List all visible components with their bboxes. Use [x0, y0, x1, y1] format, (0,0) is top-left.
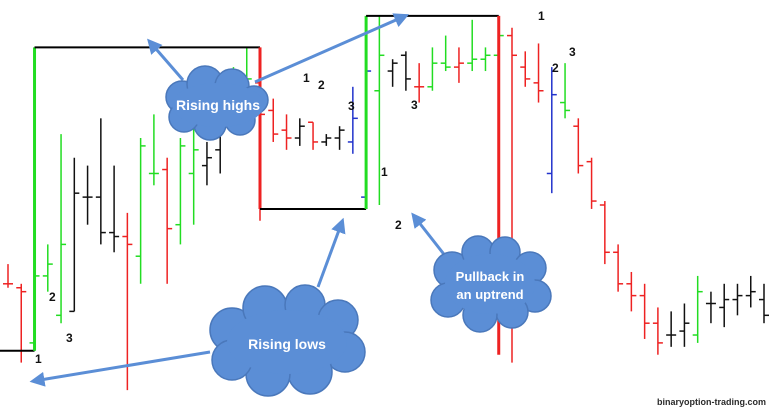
- ohlc-bar: [414, 63, 425, 103]
- ohlc-bar: [666, 311, 677, 347]
- ohlc-bars: [3, 15, 769, 391]
- ohlc-bar: [467, 19, 478, 72]
- ohlc-bar: [3, 264, 13, 288]
- ohlc-bar: [440, 35, 451, 72]
- ohlc-bar: [480, 47, 491, 72]
- ohlc-bar: [400, 51, 411, 91]
- ohlc-bar: [639, 283, 650, 339]
- ohlc-bar: [692, 275, 703, 343]
- ohlc-bar: [308, 121, 319, 150]
- wave-num-4: 1: [303, 71, 310, 85]
- arrow-lows-left: [29, 350, 211, 387]
- ohlc-bar: [520, 51, 531, 87]
- ohlc-bar: [162, 157, 173, 284]
- ohlc-bar: [427, 47, 438, 91]
- ohlc-bar: [69, 157, 80, 313]
- ohlc-bar: [56, 134, 67, 324]
- arrow-lows-right: [316, 217, 346, 288]
- cloud-rising-lows: Rising lows: [209, 284, 366, 397]
- wave-numbers: 1 2 3 1 2 3 1 2 3 1 2 3: [35, 9, 576, 366]
- rising-lows-label: Rising lows: [248, 336, 326, 352]
- ohlc-bar: [294, 118, 305, 146]
- arrow-highs-left: [147, 38, 185, 81]
- ohlc-bar: [387, 59, 398, 87]
- ohlc-bar: [16, 283, 27, 363]
- ohlc-bar: [745, 275, 756, 308]
- ohlc-bar: [560, 63, 571, 119]
- arrow-highs-right: [254, 13, 410, 84]
- ohlc-bar: [347, 86, 358, 154]
- wave-num-5: 2: [318, 78, 325, 92]
- wave-num-10: 1: [538, 9, 545, 23]
- ohlc-bar: [533, 43, 544, 103]
- ohlc-bar: [135, 138, 146, 284]
- ohlc-bar: [334, 126, 345, 150]
- ohlc-bar: [374, 15, 385, 205]
- ohlc-bar: [122, 212, 133, 391]
- ohlc-bar: [613, 244, 624, 292]
- ohlc-bar: [573, 118, 584, 174]
- cloud-rising-highs: Rising highs: [165, 65, 269, 141]
- ohlc-bar: [95, 118, 106, 245]
- ohlc-bar: [679, 303, 690, 347]
- ohlc-bar: [42, 244, 53, 292]
- wave-num-12: 3: [569, 45, 576, 59]
- pullback-label-line1: Pullback in: [456, 269, 525, 284]
- ohlc-bar: [586, 157, 597, 209]
- wave-num-1: 1: [35, 352, 42, 366]
- ohlc-bar: [268, 98, 279, 142]
- ohlc-bar: [599, 201, 610, 265]
- rising-highs-label: Rising highs: [176, 97, 260, 113]
- ohlc-bar: [201, 141, 212, 186]
- ohlc-bar: [732, 283, 743, 316]
- wave-num-9: 3: [411, 98, 418, 112]
- pullback-label-line2: an uptrend: [456, 287, 523, 302]
- cloud-pullback: Pullback in an uptrend: [430, 235, 552, 333]
- ohlc-bar: [148, 114, 159, 186]
- ohlc-bar: [175, 138, 186, 245]
- wave-num-11: 2: [552, 61, 559, 75]
- ohlc-bar: [546, 67, 557, 194]
- wave-num-2: 2: [49, 290, 56, 304]
- annotation-arrows: [29, 13, 452, 387]
- wave-num-8: 2: [395, 218, 402, 232]
- ohlc-bar: [626, 271, 637, 312]
- ohlc-bar: [652, 307, 663, 355]
- ohlc-bar: [719, 283, 730, 328]
- ohlc-bar: [705, 291, 716, 324]
- wave-num-6: 3: [348, 99, 355, 113]
- ohlc-bar: [281, 114, 292, 150]
- watermark: binaryoption-trading.com: [657, 397, 766, 407]
- ohlc-bar: [321, 134, 332, 146]
- ohlc-bar: [82, 165, 93, 225]
- ohlc-bar: [453, 47, 464, 83]
- wave-num-7: 1: [381, 165, 388, 179]
- ohlc-bar: [759, 283, 769, 324]
- wave-num-3: 3: [66, 331, 73, 345]
- ohlc-bar: [109, 165, 120, 253]
